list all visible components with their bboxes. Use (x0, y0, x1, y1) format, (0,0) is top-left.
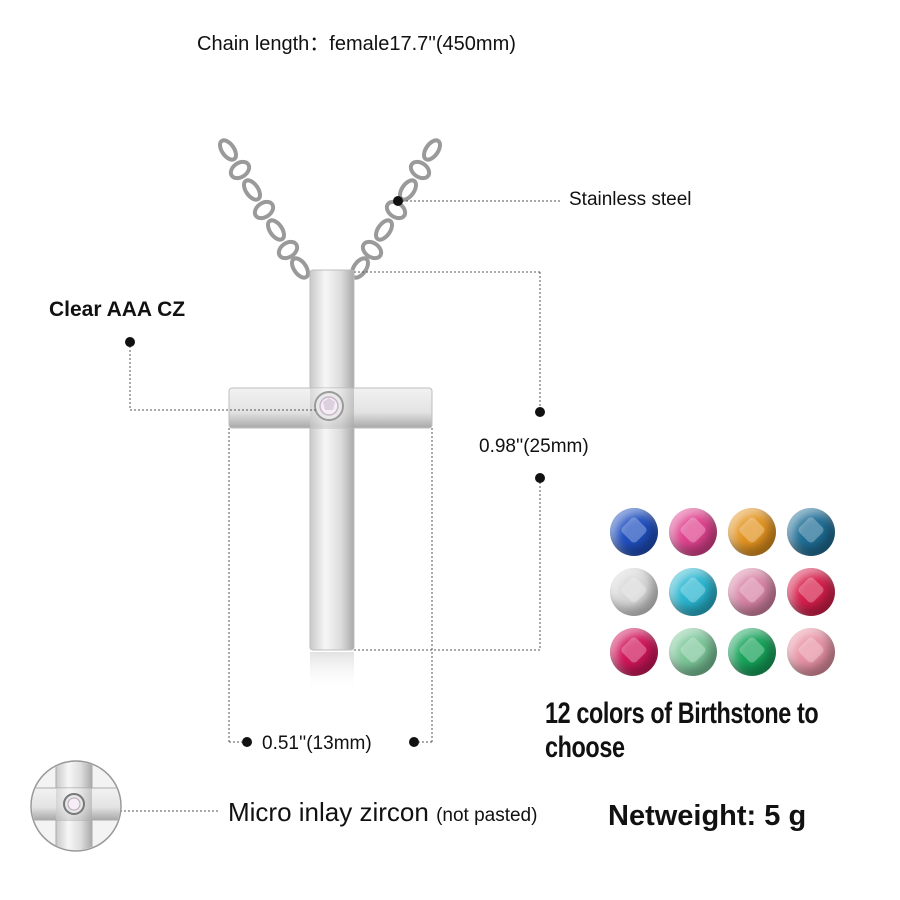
material-label: Stainless steel (569, 189, 692, 210)
birthstone-caption: 12 colors of Birthstone to choose (545, 697, 819, 764)
birthstone-swatch (610, 568, 658, 616)
micro-inlay-text: Micro inlay zircon (228, 797, 429, 827)
stone-type-label: Clear AAA CZ (49, 298, 186, 321)
birthstone-swatch-grid (610, 508, 840, 680)
birthstone-swatch (610, 508, 658, 556)
micro-inlay-label: Micro inlay zircon (not pasted) (228, 797, 537, 828)
birthstone-swatch (669, 568, 717, 616)
annotation-lines (120, 200, 560, 812)
width-dimension-label: 0.51''(13mm) (262, 733, 372, 754)
birthstone-swatch (728, 628, 776, 676)
chain-length-label: Chain length：female17.7''(450mm) (197, 33, 516, 55)
birthstone-swatch (787, 568, 835, 616)
birthstone-swatch (669, 508, 717, 556)
birthstone-swatch (610, 628, 658, 676)
height-dimension-label: 0.98''(25mm) (479, 436, 589, 457)
chain-right (350, 138, 442, 280)
zircon-closeup-thumbnail (30, 760, 122, 852)
chain-left (218, 138, 310, 280)
net-weight-label: Netweight: 5 g (608, 800, 807, 832)
birthstone-swatch (728, 508, 776, 556)
micro-inlay-note: (not pasted) (436, 805, 538, 826)
birthstone-swatch (669, 628, 717, 676)
birthstone-swatch (787, 508, 835, 556)
birthstone-swatch (787, 628, 835, 676)
cross-pendant (228, 269, 433, 692)
annotation-dots (125, 196, 545, 747)
birthstone-swatch (728, 568, 776, 616)
